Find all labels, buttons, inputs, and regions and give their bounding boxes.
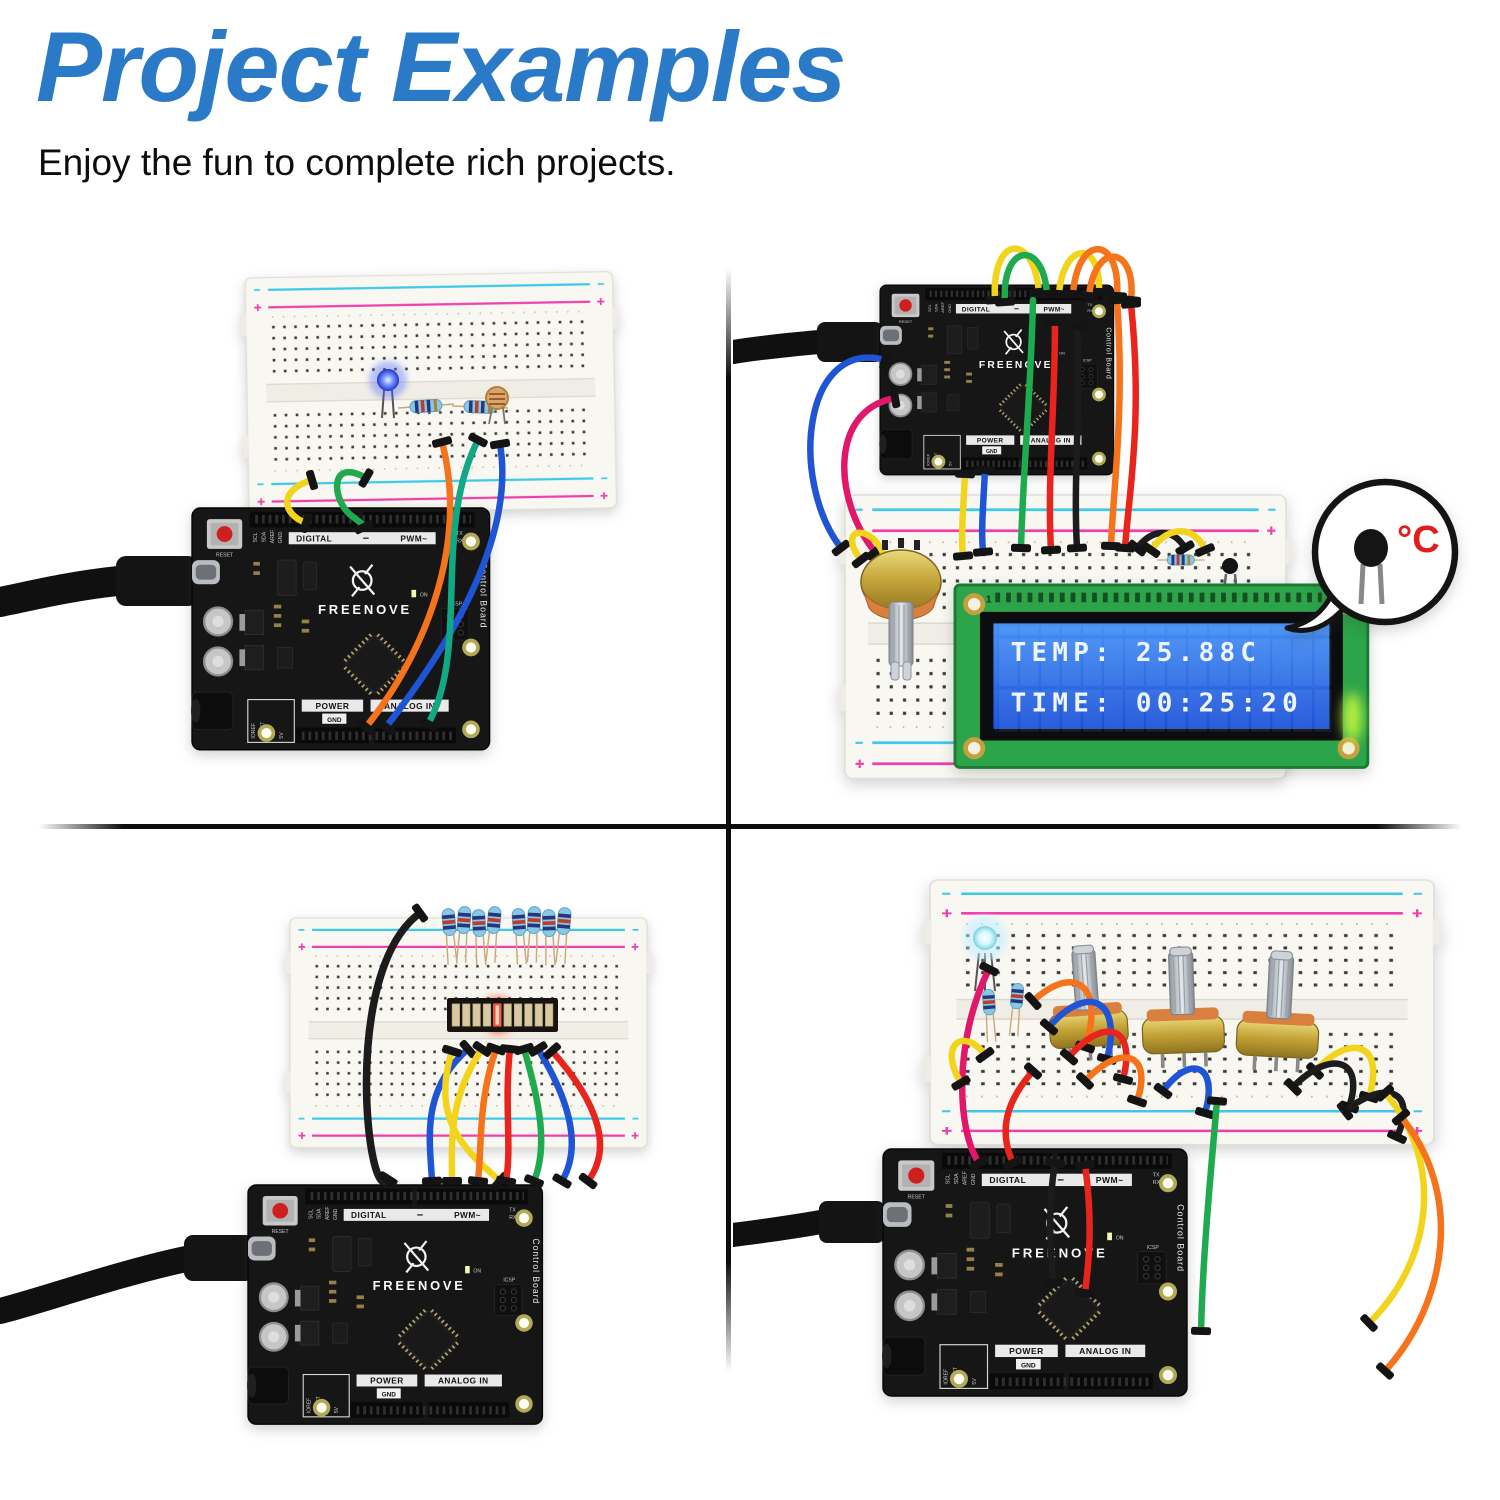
thermistor-icon: [1354, 529, 1388, 605]
page-title: Project Examples: [36, 11, 846, 122]
project-photo-rgb-led-potentiometers: [733, 878, 1445, 1460]
project-photo-thermometer-lcd: °C: [733, 245, 1459, 780]
project-photo-led-bargraph: [0, 903, 654, 1460]
blue-led: [369, 361, 407, 419]
usb-cable: [0, 1235, 254, 1324]
white-led: [963, 916, 1007, 993]
project-photo-led-photoresistor: [0, 270, 623, 826]
temperature-callout: °C: [1284, 478, 1459, 633]
jumper-wires: [284, 432, 511, 736]
jumper-wires: [807, 245, 1215, 569]
vertical-divider: [726, 268, 731, 1372]
usb-cable: [0, 556, 198, 617]
usb-cable: [733, 1201, 885, 1247]
celsius-label: °C: [1397, 519, 1440, 561]
jumper-wires: [362, 903, 604, 1191]
photoresistor: [485, 386, 509, 425]
jumper-wires: [948, 961, 1445, 1380]
horizontal-divider: [38, 824, 1462, 829]
page-subtitle: Enjoy the fun to complete rich projects.: [38, 142, 676, 183]
